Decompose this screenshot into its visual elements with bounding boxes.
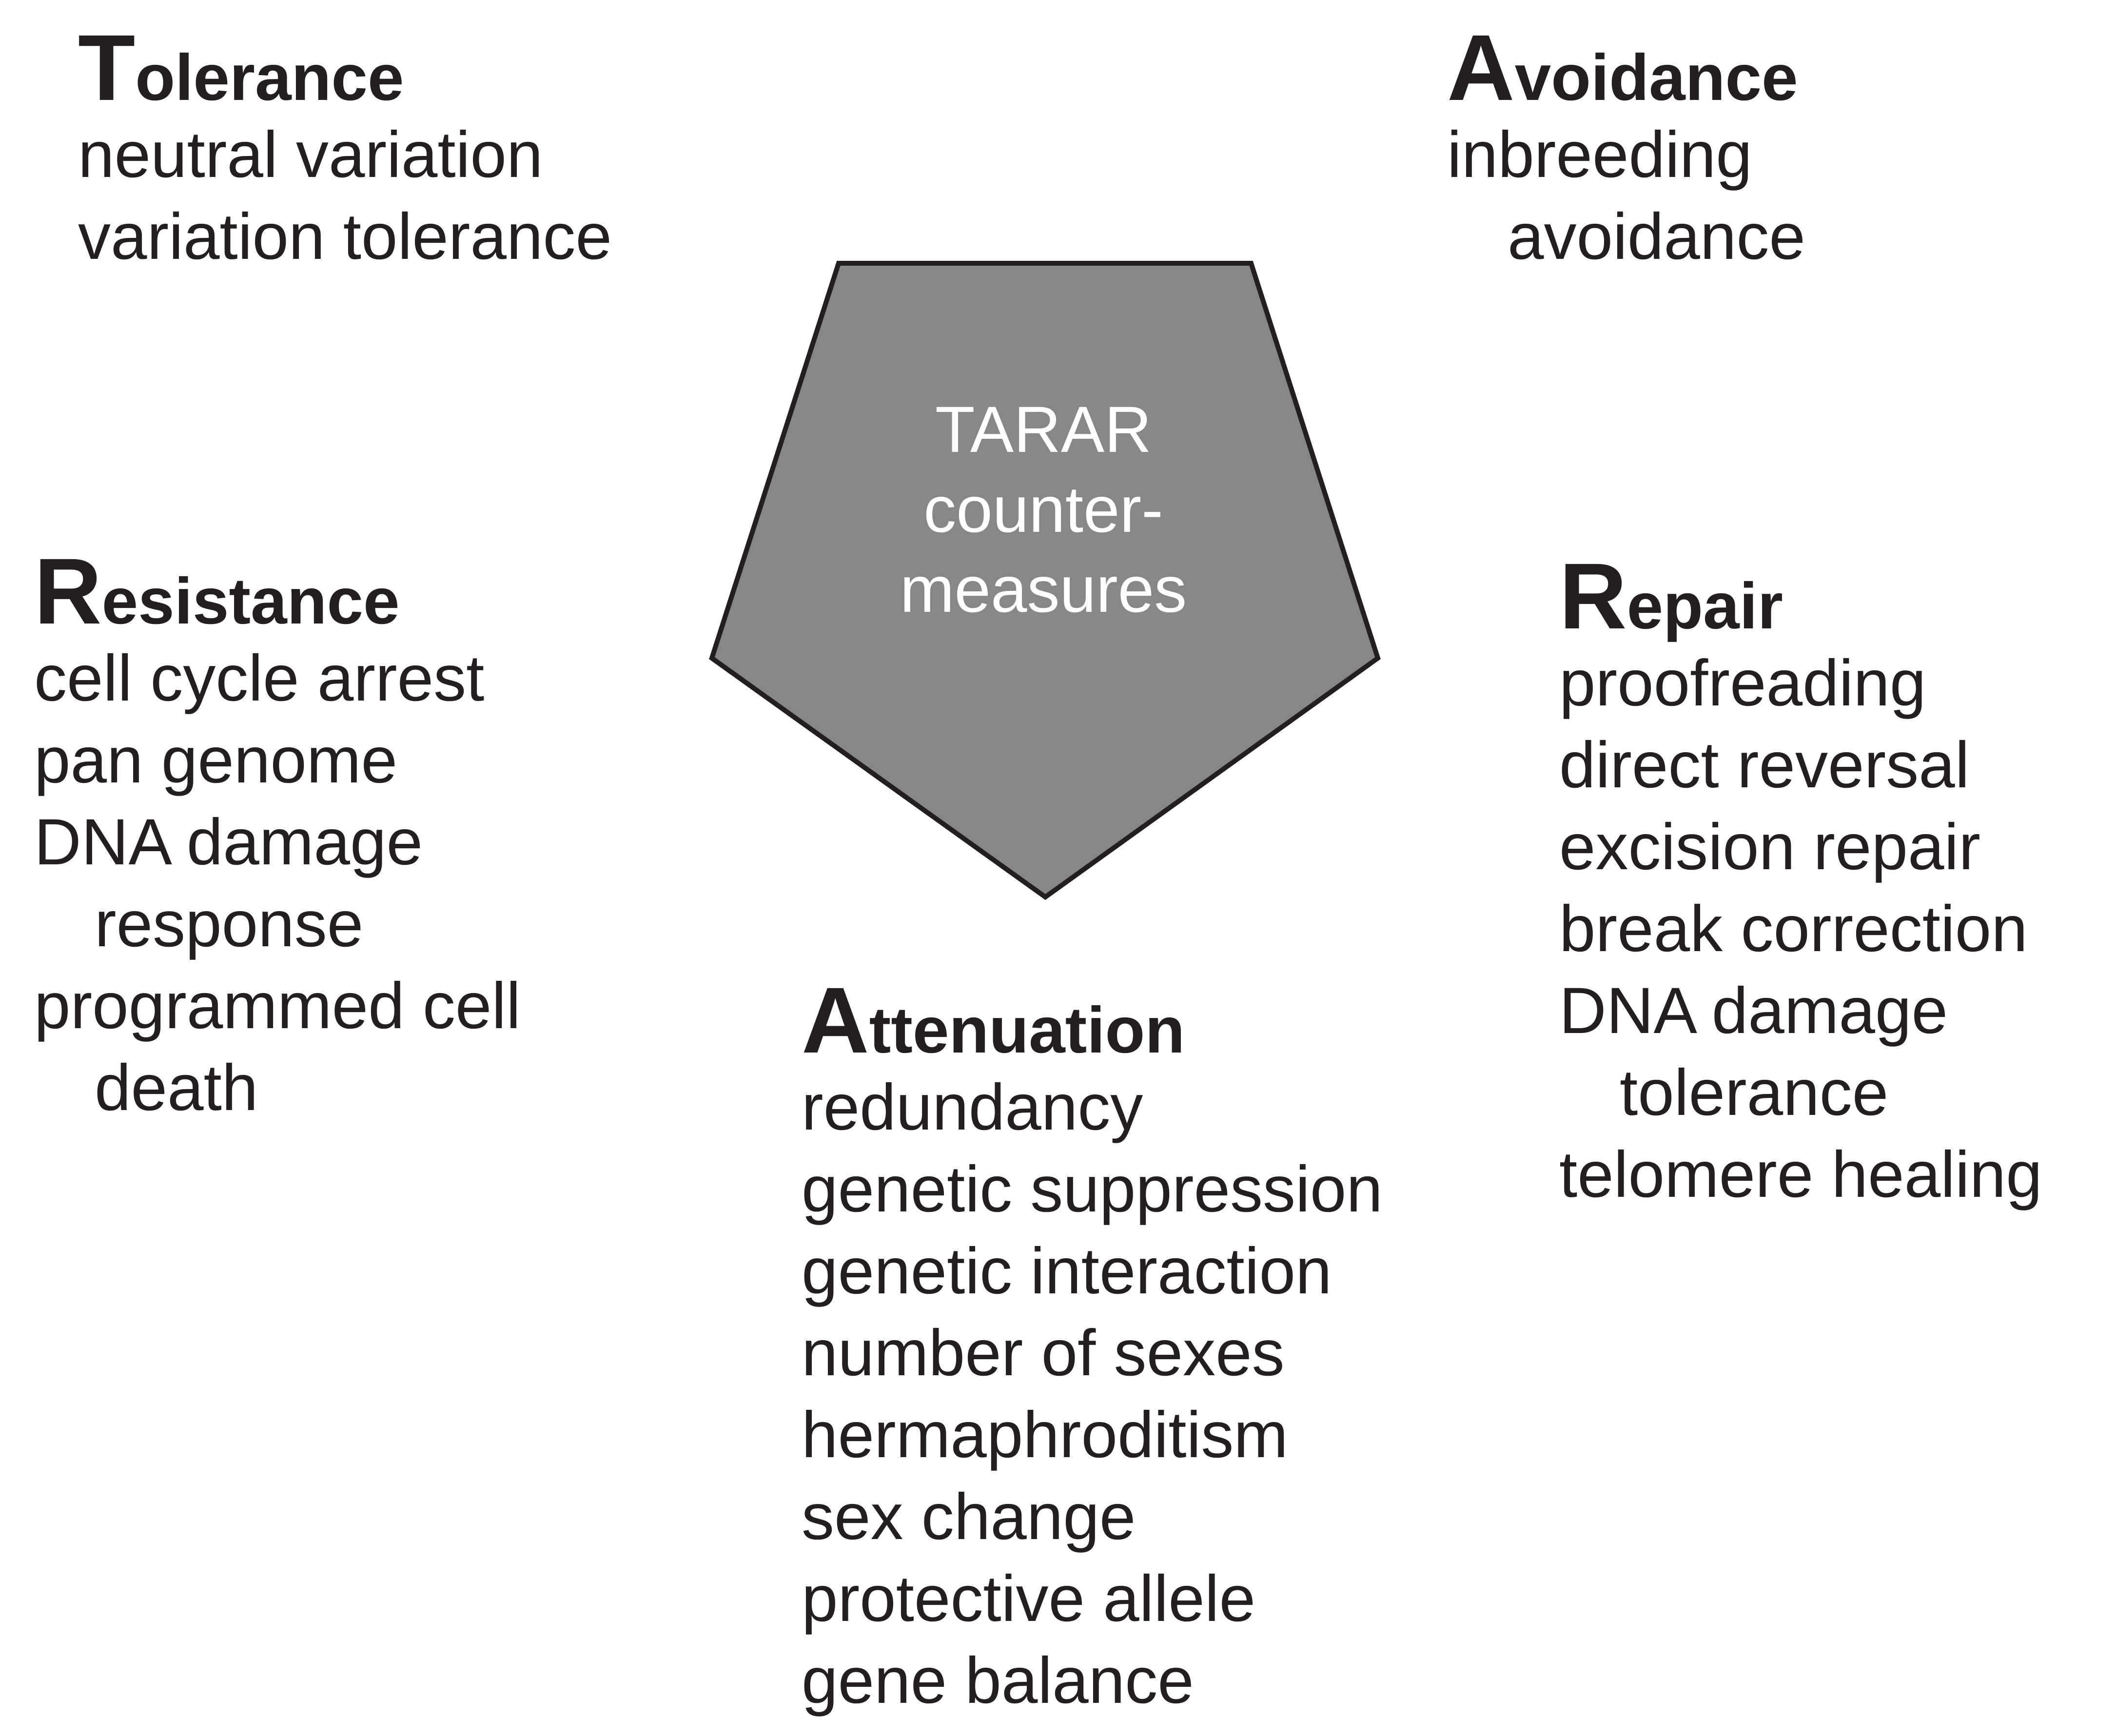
heading-rest: epair [1626,570,1783,643]
heading-rest: ttenuation [869,994,1185,1067]
category-item: break correction [1559,893,2028,965]
category-item: DNA damage [34,806,423,878]
center-pentagon [709,261,1381,900]
category-item: proofreading [1559,647,1926,720]
category-heading: Attenuation [802,974,1383,1067]
center-label: TARAR counter- measures [858,390,1229,630]
category-item: hermaphroditism [802,1399,1288,1471]
category-item: death [95,1052,258,1124]
category-item: avoidance [1508,200,1805,273]
heading-initial: A [1447,15,1515,120]
category-heading: Repair [1559,549,2042,643]
heading-initial: T [78,15,136,120]
category-heading: Avoidance [1447,21,1805,115]
category-items: redundancy genetic suppression genetic int… [802,1067,1383,1722]
category-item: genetic suppression [802,1153,1383,1226]
heading-initial: R [1559,544,1627,648]
category-item: gene balance [802,1644,1194,1717]
category-item: cell cycle arrest [34,642,485,715]
heading-initial: R [34,539,102,644]
category-avoidance: Avoidance inbreeding avoidance [1447,21,1805,278]
category-item: redundancy [802,1071,1143,1144]
category-item: variation tolerance [78,200,612,273]
heading-rest: esistance [101,565,400,638]
category-item: programmed cell [34,970,521,1042]
category-item: pan genome [34,724,398,797]
category-item: excision repair [1559,811,1980,883]
category-item: direct reversal [1559,729,1970,801]
category-item: response [95,888,364,960]
category-heading: Tolerance [78,21,612,115]
category-item: tolerance [1620,1056,1889,1129]
category-items: inbreeding avoidance [1447,114,1805,278]
category-items: proofreading direct reversal excision repa… [1559,643,2042,1216]
heading-rest: voidance [1514,41,1798,114]
category-item: genetic interaction [802,1235,1332,1307]
category-items: neutral variation variation tolerance [78,114,612,278]
category-repair: Repair proofreading direct reversal excisi… [1559,549,2042,1216]
category-attenuation: Attenuation redundancy genetic suppressio… [802,974,1383,1722]
category-item: inbreeding [1447,118,1752,191]
center-label-line-2: counter- [923,473,1163,546]
category-item: number of sexes [802,1317,1285,1389]
heading-rest: olerance [135,41,404,114]
category-item: neutral variation [78,118,543,191]
heading-initial: A [802,968,869,1073]
category-heading: Resistance [34,545,521,638]
category-item: telomere healing [1559,1138,2042,1211]
category-item: sex change [802,1481,1136,1553]
category-tolerance: Tolerance neutral variation variation tol… [78,21,612,278]
category-item: DNA damage [1559,975,1948,1047]
center-label-line-1: TARAR [935,393,1152,466]
category-item: protective allele [802,1562,1256,1635]
center-label-line-3: measures [900,553,1187,626]
